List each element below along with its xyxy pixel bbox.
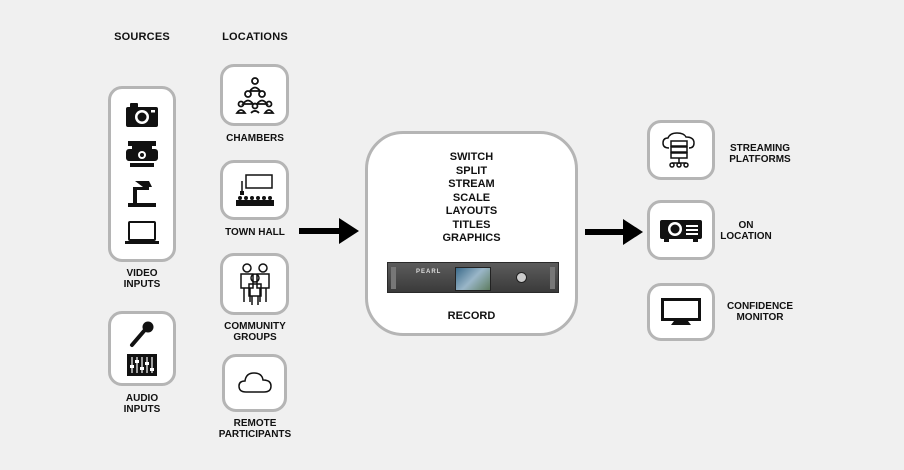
- record-label: RECORD: [447, 310, 496, 322]
- function-switch: SWITCH: [449, 151, 494, 163]
- remote-participants-label: REMOTE PARTICIPANTS: [218, 418, 292, 440]
- document-camera-icon: [125, 179, 159, 209]
- mixer-icon: [126, 353, 158, 377]
- function-stream: STREAM: [448, 178, 495, 190]
- function-split: SPLIT: [455, 164, 488, 177]
- sources-heading: SOURCES: [114, 31, 170, 43]
- community-groups-box: [220, 253, 289, 315]
- projector-icon: [659, 217, 703, 243]
- on-location-box: [647, 200, 715, 260]
- confidence-monitor-box: [647, 283, 715, 341]
- remote-participants-box: [222, 354, 287, 412]
- video-inputs-label: VIDEO INPUTS: [123, 268, 161, 290]
- device-screen: [455, 267, 491, 291]
- chambers-box: [220, 64, 289, 126]
- audio-inputs-box: [108, 311, 176, 386]
- camera-icon: [125, 102, 159, 128]
- chambers-label: CHAMBERS: [226, 133, 284, 144]
- auditorium-icon: [234, 173, 276, 207]
- function-titles: TITLES: [452, 218, 491, 231]
- community-groups-label: COMMUNITY GROUPS: [224, 321, 286, 343]
- ptz-camera-icon: [124, 139, 160, 169]
- pearl-device: PEARL: [387, 262, 559, 293]
- function-scale: SCALE: [452, 191, 491, 204]
- streaming-platforms-label: STREAMING PLATFORMS: [729, 143, 791, 165]
- audio-inputs-label: AUDIO INPUTS: [123, 393, 161, 415]
- cloud-server-icon: [661, 132, 701, 168]
- function-list: SWITCH SPLIT STREAM SCALE LAYOUTS TITLES…: [368, 151, 575, 246]
- processing-box: SWITCH SPLIT STREAM SCALE LAYOUTS TITLES…: [365, 131, 578, 336]
- hierarchy-people-icon: [234, 76, 275, 114]
- microphone-icon: [128, 320, 156, 348]
- group-people-icon: [236, 262, 274, 306]
- input-arrow-icon: [299, 218, 359, 244]
- monitor-icon: [658, 297, 704, 327]
- function-layouts: LAYOUTS: [445, 205, 498, 217]
- on-location-label: ON LOCATION: [720, 220, 772, 242]
- laptop-icon: [124, 220, 160, 246]
- cloud-icon: [237, 370, 273, 396]
- device-knob-icon: [516, 272, 527, 283]
- output-arrow-icon: [585, 219, 643, 245]
- town-hall-box: [220, 160, 289, 220]
- locations-heading: LOCATIONS: [222, 31, 288, 43]
- town-hall-label: TOWN HALL: [225, 227, 285, 238]
- video-inputs-box: [108, 86, 176, 262]
- confidence-monitor-label: CONFIDENCE MONITOR: [726, 301, 794, 323]
- streaming-platforms-box: [647, 120, 715, 180]
- function-graphics: GRAPHICS: [442, 232, 501, 244]
- device-brand-logo: PEARL: [416, 269, 442, 275]
